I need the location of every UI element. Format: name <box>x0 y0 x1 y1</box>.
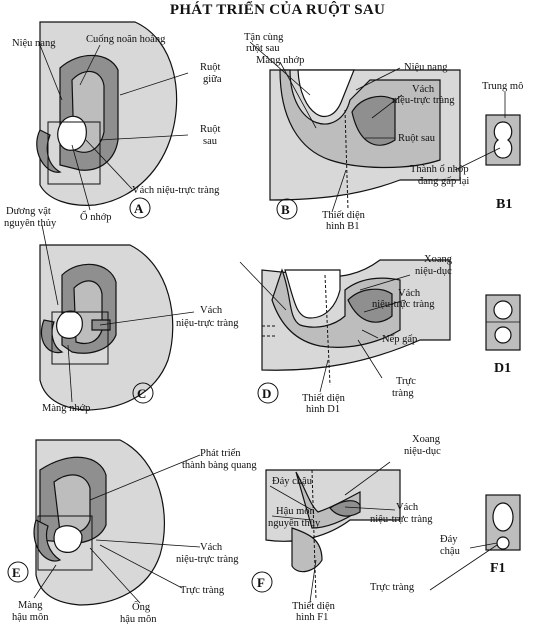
label-thiết-diện-d: Thiết diện <box>302 393 346 404</box>
label-nguyên-thủy-c: nguyên thủy <box>4 218 57 229</box>
label-nguyên-thủy-f: nguyên thủy <box>268 518 321 529</box>
panel-b1-letter: B1 <box>496 197 512 212</box>
label-trực-tràng-e: Trực tràng <box>180 585 225 596</box>
label-vách-f: Vách <box>396 502 419 513</box>
label-niệu-trực-tràng-f: niệu-trực tràng <box>370 514 433 525</box>
label-trực-tràng-f: Trực tràng <box>370 582 415 593</box>
label-vách-niệu-trực-tràng-a: Vách niệu-trực tràng <box>132 185 220 196</box>
label-đáy-f1: Đáy <box>440 534 458 545</box>
figure-title: PHÁT TRIỂN CỦA RUỘT SAU <box>169 2 386 18</box>
label-hậu-môn-f: Hậu môn <box>276 506 316 517</box>
region-box-a <box>47 121 101 185</box>
label-ruột-sau-2: sau <box>203 136 218 147</box>
label-dương-vật: Dương vật <box>6 206 51 217</box>
panel-b-badge <box>276 198 298 220</box>
label-ruột-giữa-2: giữa <box>203 74 222 85</box>
label-chậu-f1: chậu <box>440 546 461 557</box>
label-hậu-môn-e2: hậu môn <box>120 614 157 625</box>
panel-c: Dương vật nguyên thủy Vách niệu-trực trà… <box>4 206 239 414</box>
label-hình-b1: hình B1 <box>326 221 360 232</box>
label-niệu-trực-tràng-c: niệu-trực tràng <box>176 318 239 329</box>
label-hậu-môn-e: hậu môn <box>12 612 49 623</box>
label-màng-e: Màng <box>18 600 43 611</box>
panel-f1-letter: F1 <box>490 561 506 576</box>
panel-d-letter: D <box>262 386 271 401</box>
label-niệu-trực-tràng-e: niệu-trực tràng <box>176 554 239 565</box>
label-đang-gấp-lại: đang gấp lại <box>418 176 469 187</box>
label-vách-c: Vách <box>200 305 223 316</box>
label-thành-bàng-quang: thành bàng quang <box>182 460 257 471</box>
label-xoang-f: Xoang <box>412 434 441 445</box>
label-xoang-d: Xoang <box>424 254 453 265</box>
panel-e-letter: E <box>12 565 21 580</box>
label-ống-e: Ống <box>132 600 151 613</box>
panel-b1: Trung mô Thành ổ nhớp đang gấp lại B1 <box>410 81 523 212</box>
label-nếp-gấp: Nếp gấp <box>382 334 417 345</box>
label-phát-triển: Phát triển <box>200 448 241 459</box>
label-ổ-nhớp: Ổ nhớp <box>80 210 112 223</box>
label-trực-d: Trực <box>396 376 416 387</box>
panel-c-letter: C <box>137 386 146 401</box>
panel-e-badge <box>7 561 29 583</box>
label-niệu-dục-d: niệu-dục <box>415 266 452 277</box>
region-box-e <box>37 515 93 571</box>
label-thiết-diện-f: Thiết diện <box>292 601 336 612</box>
label-tận-cùng: Tận cùng <box>244 32 284 43</box>
label-đáy-chậu-f: Đáy chậu <box>272 476 313 487</box>
label-ruột-sau-b: ruột sau <box>246 43 280 54</box>
label-màng-nhớp-c: Màng nhớp <box>42 403 90 414</box>
panel-a-letter: A <box>134 201 144 216</box>
label-hình-f1: hình F1 <box>296 612 328 623</box>
label-vách-d: Vách <box>398 288 421 299</box>
label-hình-d1: hình D1 <box>306 404 340 415</box>
panel-a: Niệu nang Cuống noãn hoàng Ruột giữa Ruộ… <box>12 21 222 223</box>
panel-f1: Đáy chậu F1 <box>429 494 521 591</box>
label-ruột-sau-1: Ruột <box>200 124 221 135</box>
label-niệu-trực-tràng-b: niệu-trực tràng <box>392 95 455 106</box>
label-vách-e: Vách <box>200 542 223 553</box>
panel-f-badge <box>251 571 273 593</box>
panel-b-letter: B <box>281 202 290 217</box>
label-trung-mô: Trung mô <box>482 81 523 92</box>
label-thành-ổ-nhớp: Thành ổ nhớp <box>410 164 469 175</box>
label-màng-nhớp-b: Màng nhớp <box>256 55 304 66</box>
panel-d1-letter: D1 <box>494 361 511 376</box>
label-niệu-trực-tràng-d: niệu-trực tràng <box>372 299 435 310</box>
panel-d1: D1 <box>485 294 521 376</box>
label-niệu-dục-f: niệu-dục <box>404 446 441 457</box>
label-niệu-nang-a: Niệu nang <box>12 38 56 49</box>
region-box-c <box>51 311 109 365</box>
panel-f-letter: F <box>257 575 265 590</box>
panel-f: Đáy chậu Hậu môn nguyên thủy Xoang niệu-… <box>251 434 441 623</box>
panel-e: Phát triển thành bàng quang Vách niệu-tr… <box>7 439 257 625</box>
label-niệu-nang-b: Niệu nang <box>404 62 448 73</box>
panel-c-badge <box>132 382 154 404</box>
label-ruột-sau-b2: Ruột sau <box>398 133 436 144</box>
panel-d-badge <box>257 382 279 404</box>
label-vách-b: Vách <box>412 84 435 95</box>
label-thiết-diện-b: Thiết diện <box>322 210 366 221</box>
label-cuống-noãn-hoàng: Cuống noãn hoàng <box>86 34 166 45</box>
label-tràng-d: tràng <box>392 388 414 399</box>
panel-d: Xoang niệu-dục Vách niệu-trực tràng Nếp … <box>239 254 453 415</box>
label-ruột-giữa-1: Ruột <box>200 62 221 73</box>
panel-a-badge <box>129 197 151 219</box>
panel-b: Tận cùng ruột sau Màng nhớp Niệu nang Vá… <box>244 32 461 232</box>
